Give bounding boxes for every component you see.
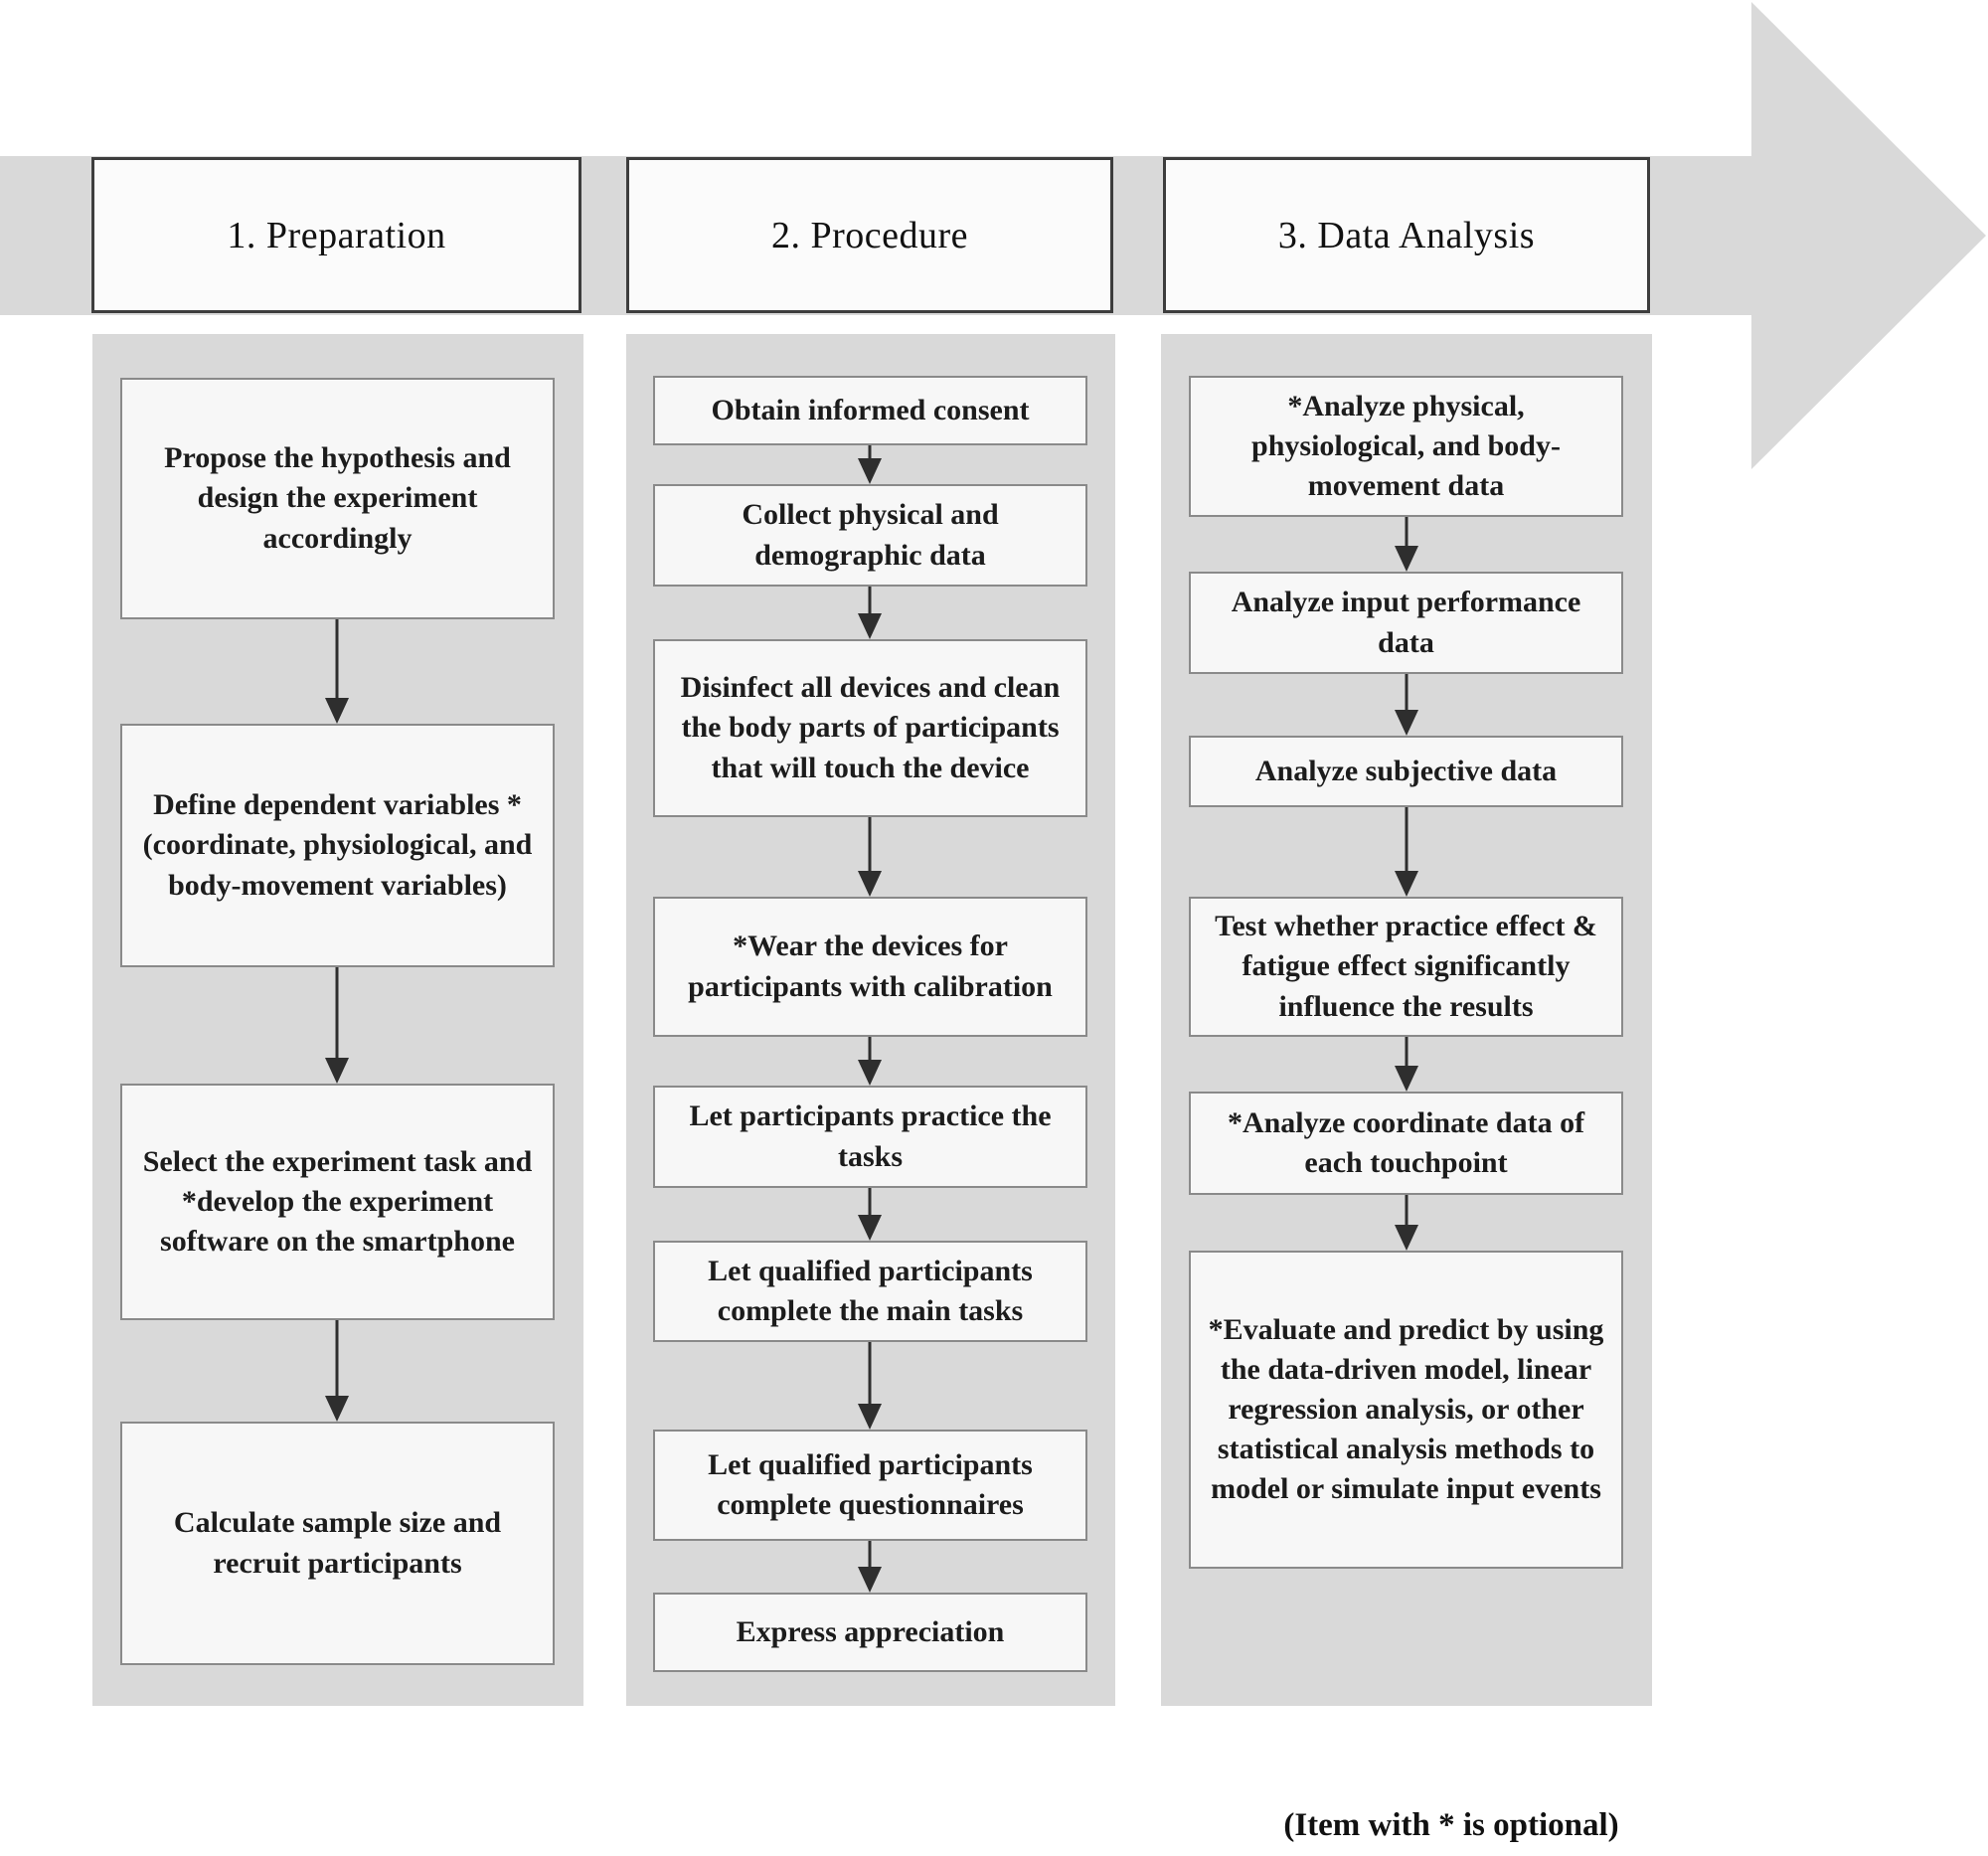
arrow-shaft xyxy=(1405,517,1408,548)
step-analyze-physical: *Analyze physical, physiological, and bo… xyxy=(1189,376,1623,517)
step-obtain-consent: Obtain informed consent xyxy=(653,376,1087,445)
arrow-shaft xyxy=(868,1037,872,1062)
step-express-appreciation: Express appreciation xyxy=(653,1593,1087,1672)
step-disinfect-devices: Disinfect all devices and clean the body… xyxy=(653,639,1087,817)
arrow-shaft xyxy=(1405,807,1408,873)
header-preparation: 1. Preparation xyxy=(91,157,581,313)
arrow-shaft xyxy=(1405,1195,1408,1227)
down-arrow-icon xyxy=(858,817,882,897)
down-arrow-icon xyxy=(858,1037,882,1086)
step-propose-hypothesis: Propose the hypothesis and design the ex… xyxy=(120,378,555,619)
step-complete-main-tasks: Let qualified participants complete the … xyxy=(653,1241,1087,1342)
arrow-shaft xyxy=(335,1320,339,1398)
step-analyze-subjective: Analyze subjective data xyxy=(1189,736,1623,807)
down-arrow-icon xyxy=(858,445,882,484)
arrow-tip-icon xyxy=(858,458,882,484)
arrow-shaft xyxy=(868,817,872,873)
down-arrow-icon xyxy=(858,1188,882,1241)
arrow-tip-icon xyxy=(1395,546,1418,572)
arrow-shaft xyxy=(868,587,872,615)
arrow-tip-icon xyxy=(325,1396,349,1422)
optional-note: (Item with * is optional) xyxy=(1283,1807,1619,1843)
header-data-analysis: 3. Data Analysis xyxy=(1163,157,1650,313)
arrow-tip-icon xyxy=(858,613,882,639)
arrow-tip-icon xyxy=(1395,1066,1418,1092)
step-analyze-coordinates: *Analyze coordinate data of each touchpo… xyxy=(1189,1092,1623,1195)
down-arrow-icon xyxy=(1395,1037,1418,1092)
down-arrow-icon xyxy=(1395,807,1418,897)
down-arrow-icon xyxy=(858,1541,882,1593)
header-procedure: 2. Procedure xyxy=(626,157,1113,313)
arrow-tip-icon xyxy=(1395,710,1418,736)
step-complete-questionnaires: Let qualified participants complete ques… xyxy=(653,1430,1087,1541)
down-arrow-icon xyxy=(1395,674,1418,736)
down-arrow-icon xyxy=(1395,1195,1418,1251)
arrow-tip-icon xyxy=(858,871,882,897)
step-practice-tasks: Let participants practice the tasks xyxy=(653,1086,1087,1188)
step-define-variables: Define dependent variables *(coordinate,… xyxy=(120,724,555,967)
arrow-tip-icon xyxy=(858,1404,882,1430)
step-wear-devices: *Wear the devices for participants with … xyxy=(653,897,1087,1037)
down-arrow-icon xyxy=(858,587,882,639)
step-analyze-performance: Analyze input performance data xyxy=(1189,572,1623,674)
arrow-tip-icon xyxy=(1395,1225,1418,1251)
arrow-shaft xyxy=(868,1188,872,1217)
step-test-effects: Test whether practice effect & fatigue e… xyxy=(1189,897,1623,1037)
arrow-shaft xyxy=(1405,674,1408,712)
arrow-shaft xyxy=(868,1541,872,1569)
step-select-task: Select the experiment task and *develop … xyxy=(120,1084,555,1320)
arrow-shaft xyxy=(1405,1037,1408,1068)
step-calculate-sample: Calculate sample size and recruit partic… xyxy=(120,1422,555,1665)
arrow-tip-icon xyxy=(858,1567,882,1593)
down-arrow-icon xyxy=(325,967,349,1084)
arrow-tip-icon xyxy=(325,698,349,724)
arrow-tip-icon xyxy=(858,1215,882,1241)
arrow-shaft xyxy=(868,1342,872,1406)
down-arrow-icon xyxy=(325,619,349,724)
arrow-tip-icon xyxy=(858,1060,882,1086)
down-arrow-icon xyxy=(858,1342,882,1430)
step-evaluate-predict: *Evaluate and predict by using the data-… xyxy=(1189,1251,1623,1569)
arrow-tip-icon xyxy=(325,1058,349,1084)
arrow-shaft xyxy=(335,967,339,1060)
arrow-shaft xyxy=(868,445,872,460)
arrow-shaft xyxy=(335,619,339,700)
step-collect-data: Collect physical and demographic data xyxy=(653,484,1087,587)
arrow-tip-icon xyxy=(1395,871,1418,897)
process-arrow-head-icon xyxy=(1751,2,1986,469)
down-arrow-icon xyxy=(1395,517,1418,572)
down-arrow-icon xyxy=(325,1320,349,1422)
